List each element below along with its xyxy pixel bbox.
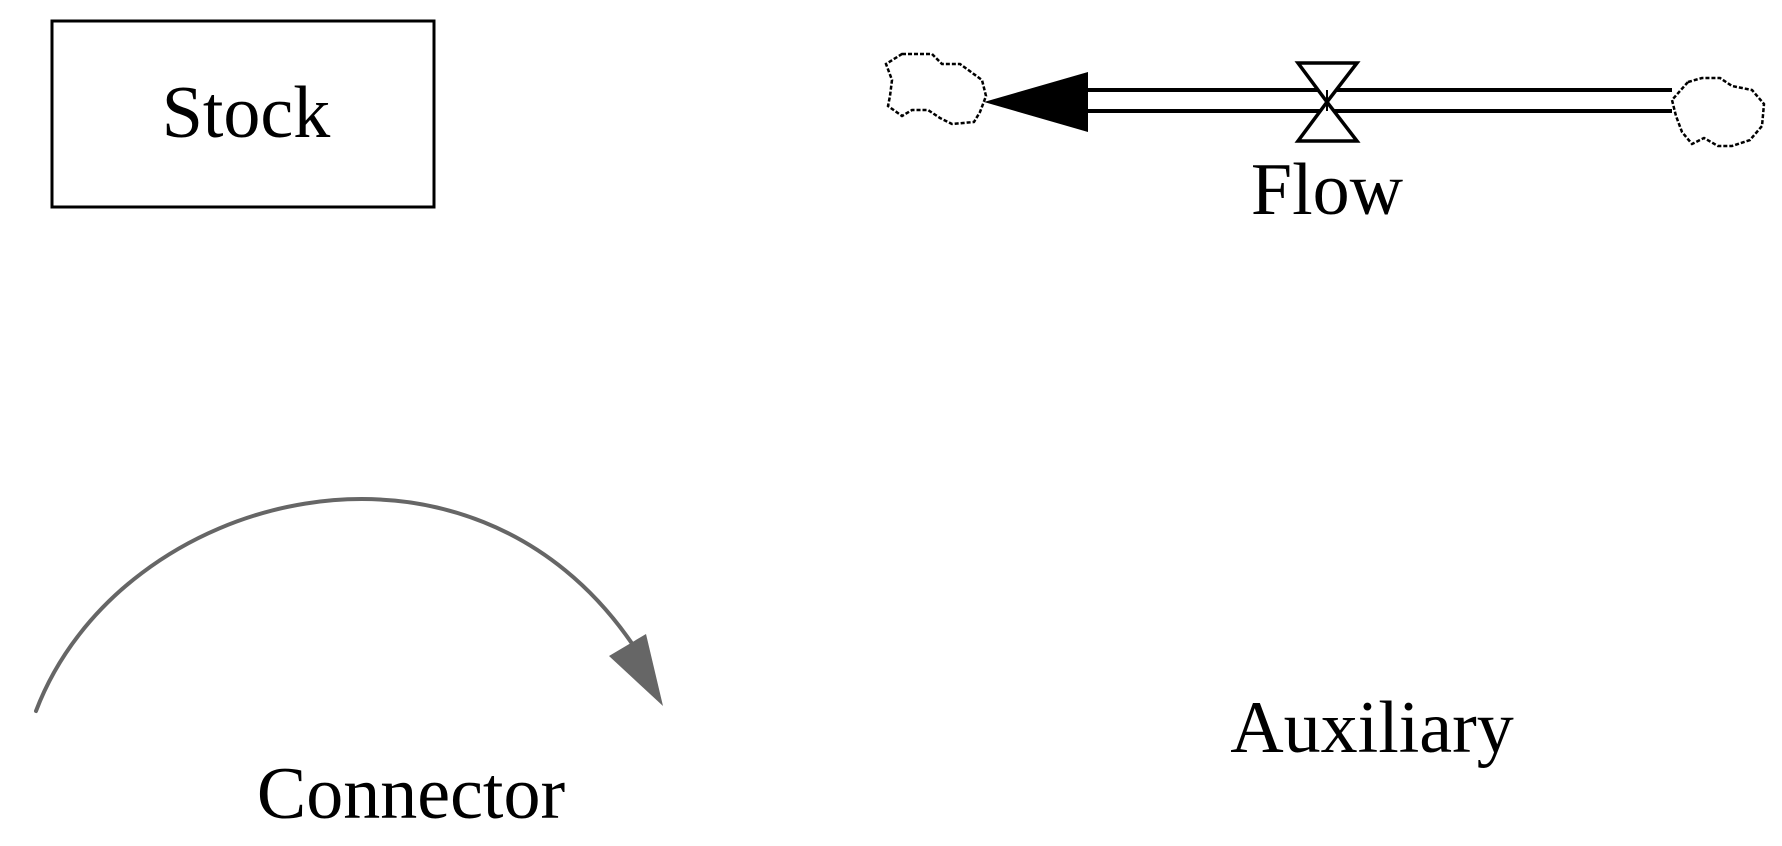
connector-label: Connector bbox=[257, 753, 565, 835]
stock-box[interactable] bbox=[50, 19, 436, 209]
auxiliary-label[interactable]: Auxiliary bbox=[1230, 687, 1514, 769]
connector-arrowhead bbox=[609, 634, 663, 706]
valve-icon[interactable] bbox=[1294, 61, 1361, 143]
flow-label: Flow bbox=[1251, 149, 1404, 231]
stock-label: Stock bbox=[162, 72, 331, 154]
cloud-icon bbox=[884, 52, 988, 126]
cloud-icon bbox=[1670, 76, 1766, 148]
stock[interactable]: Stock bbox=[50, 19, 436, 209]
connector-arc[interactable] bbox=[34, 497, 637, 713]
flow-arrowhead bbox=[984, 72, 1088, 132]
auxiliary[interactable]: Auxiliary bbox=[1230, 687, 1514, 769]
flow[interactable]: Flow bbox=[884, 52, 1766, 231]
connector[interactable]: Connector bbox=[34, 497, 663, 835]
